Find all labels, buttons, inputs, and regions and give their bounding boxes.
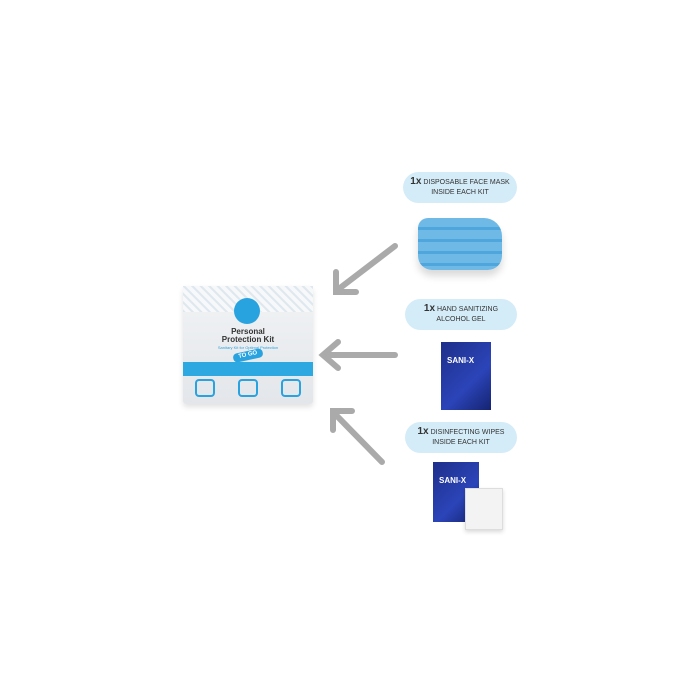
kit-icons xyxy=(183,379,313,397)
arrow-head-wipes xyxy=(330,408,355,433)
mask-icon xyxy=(237,379,258,397)
gel-sachet-image: SANI-X xyxy=(441,342,491,410)
kit-subtitle: Sanitary Kit for Optimal Protection xyxy=(217,345,279,350)
wipe-image xyxy=(465,488,503,530)
arrow-head-mask xyxy=(333,269,359,295)
kit-band xyxy=(183,362,313,376)
hands-icon xyxy=(194,379,215,397)
face-mask-image xyxy=(418,218,502,270)
arrow-wipes xyxy=(332,411,385,465)
sanitizer-icon xyxy=(281,379,302,397)
arrow-head-gel xyxy=(318,339,341,371)
arrow-mask xyxy=(337,243,398,291)
kit-logo xyxy=(234,298,260,324)
